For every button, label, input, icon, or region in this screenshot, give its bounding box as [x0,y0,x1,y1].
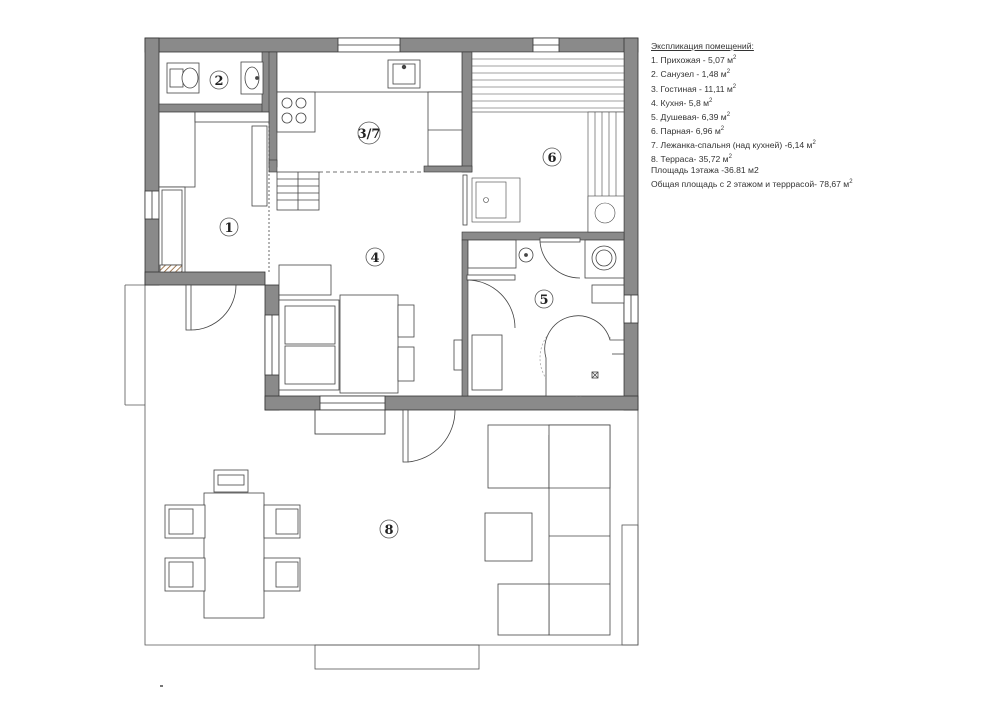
bathroom-fixtures [166,61,264,95]
room-label-2: 2 [214,74,223,89]
floor1-area: Площадь 1этажа -36.81 м2 [651,165,759,175]
terrace-step [314,644,480,670]
total-area: Общая площадь с 2 этажом и терррасой- 78… [651,179,853,190]
legend-item: 8. Терраса- 35,72 м2 [651,154,732,165]
legend-item: 3. Гостиная - 11,11 м2 [651,83,737,94]
room-label-4: 4 [370,251,379,266]
shower-fixtures [467,239,625,397]
windows [144,37,639,435]
terrace-furniture [164,424,611,636]
room-label-8: 8 [384,523,393,538]
legend-item: 4. Кухня- 5,8 м2 [651,97,713,108]
room-label-6: 6 [547,151,556,166]
room-label-3-7: 3/7 [358,127,381,142]
room-label-circles [209,70,562,539]
room-label-5: 5 [539,293,548,308]
terrace [124,284,639,687]
legend-item: 7. Лежанка-спальня (над кухней) -6,14 м2 [651,140,816,151]
room-legend: Экспликация помещений: 1. Прихожая - 5,0… [651,40,816,166]
legend-item: 1. Прихожая - 5,07 м2 [651,55,737,66]
legend-item: 6. Парная- 6,96 м2 [651,125,725,136]
room-label-1: 1 [224,221,233,236]
area-summary: Площадь 1этажа -36.81 м2 Общая площадь с… [651,164,853,190]
legend-item: 5. Душевая- 6,39 м2 [651,111,731,122]
legend-item: 2. Санузел - 1,48 м2 [651,69,731,80]
legend-title: Экспликация помещений: [651,41,754,51]
room-labels: 1 2 3/7 4 5 6 8 [214,74,556,538]
kitchen-fixtures [276,51,463,394]
doors [185,174,581,463]
hallway-fixtures [158,111,270,273]
sauna-fixtures [471,51,625,233]
